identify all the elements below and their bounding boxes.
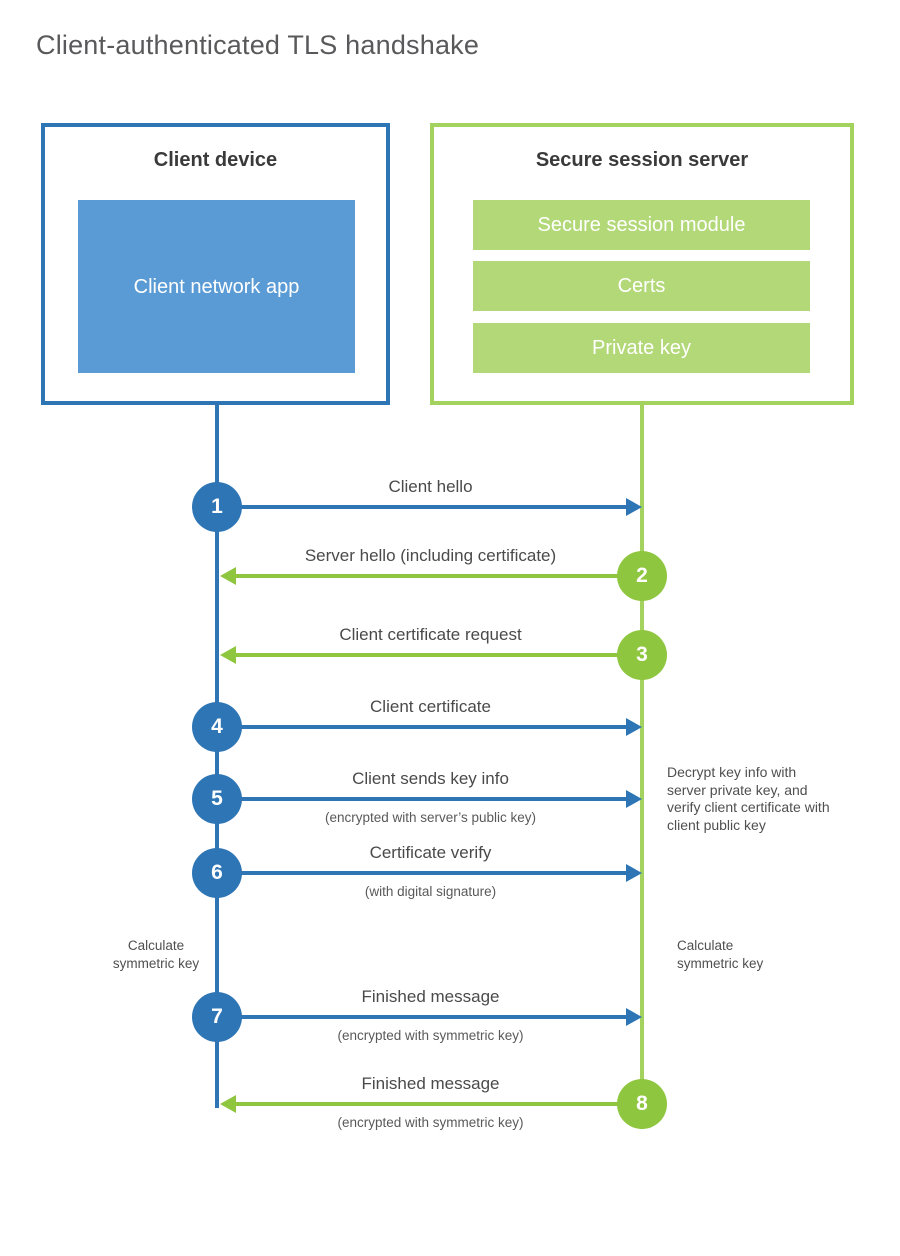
step-7-label: Finished message bbox=[361, 987, 500, 1006]
client-network-app-label: Client network app bbox=[133, 275, 300, 298]
step-4-arrowhead-icon bbox=[626, 718, 642, 736]
step-4-label: Client certificate bbox=[370, 697, 491, 716]
step-5-arrowhead-icon bbox=[626, 790, 642, 808]
client-network-app-box: Client network app bbox=[78, 200, 355, 373]
step-2-arrow bbox=[236, 574, 642, 578]
server-lifeline bbox=[640, 405, 644, 1129]
certs-bar: Certs bbox=[473, 261, 810, 311]
step-3-arrowhead-icon bbox=[220, 646, 236, 664]
step-5-arrow bbox=[219, 797, 626, 801]
server-title: Secure session server bbox=[535, 149, 749, 171]
step-1-label: Client hello bbox=[388, 477, 473, 496]
step-3-circle: 3 bbox=[617, 630, 667, 680]
step-2-label: Server hello (including certificate) bbox=[304, 546, 557, 565]
secure-session-module-bar: Secure session module bbox=[473, 200, 810, 250]
client-lifeline bbox=[215, 405, 219, 1108]
step-8-arrow bbox=[236, 1102, 642, 1106]
calc-symmetric-key-server: Calculate symmetric key bbox=[677, 938, 764, 971]
step-4-arrow bbox=[219, 725, 626, 729]
step-8-label: Finished message bbox=[361, 1074, 500, 1093]
calc-symmetric-key-client: Calculate symmetric key bbox=[112, 938, 200, 971]
step-6-arrow bbox=[219, 871, 626, 875]
client-device-box: Client device Client network app bbox=[41, 123, 390, 405]
step-2-arrowhead-icon bbox=[220, 567, 236, 585]
step-4-circle: 4 bbox=[192, 702, 242, 752]
step-1-arrow bbox=[219, 505, 626, 509]
step-8-arrowhead-icon bbox=[220, 1095, 236, 1113]
step-1-circle: 1 bbox=[192, 482, 242, 532]
step-7-sublabel: (encrypted with symmetric key) bbox=[337, 1028, 524, 1043]
step-2-circle: 2 bbox=[617, 551, 667, 601]
step-8-circle: 8 bbox=[617, 1079, 667, 1129]
step-7-arrow bbox=[219, 1015, 626, 1019]
step-8-sublabel: (encrypted with symmetric key) bbox=[337, 1115, 524, 1130]
step-5-circle: 5 bbox=[192, 774, 242, 824]
step-6-arrowhead-icon bbox=[626, 864, 642, 882]
step-3-arrow bbox=[236, 653, 642, 657]
step-5-sublabel: (encrypted with server’s public key) bbox=[324, 810, 537, 825]
decrypt-key-note: Decrypt key info with server private key… bbox=[667, 764, 830, 833]
step-5-label: Client sends key info bbox=[352, 769, 509, 788]
step-6-sublabel: (with digital signature) bbox=[364, 884, 497, 899]
step-1-arrowhead-icon bbox=[626, 498, 642, 516]
step-7-circle: 7 bbox=[192, 992, 242, 1042]
step-6-label: Certificate verify bbox=[369, 843, 492, 862]
page-title: Client-authenticated TLS handshake bbox=[36, 30, 480, 60]
private-key-bar: Private key bbox=[473, 323, 810, 373]
client-device-title: Client device bbox=[153, 149, 278, 171]
step-7-arrowhead-icon bbox=[626, 1008, 642, 1026]
step-6-circle: 6 bbox=[192, 848, 242, 898]
step-3-label: Client certificate request bbox=[339, 625, 522, 644]
server-box: Secure session server Secure session mod… bbox=[430, 123, 854, 405]
